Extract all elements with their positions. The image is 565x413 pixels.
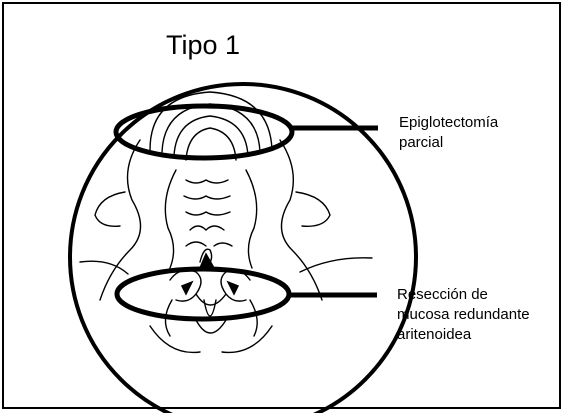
epiglottectomy-label-line: parcial [399,133,498,153]
arytenoid-mucosa-label-line: aritenoidea [397,325,530,345]
arytenoid-mucosa-label-line: mucosa redundante [397,305,530,325]
arytenoid-mucosa-label-line: Resección de [397,285,530,305]
arytenoid-resection-ellipse [117,269,289,319]
epiglottectomy-label-line: Epiglotectomía [399,113,498,133]
arytenoid-mucosa-label: Resección de mucosa redundante aritenoid… [397,285,530,345]
arrow-left [182,282,192,294]
arrow-right [228,282,238,294]
endoscopic-view-circle [70,84,416,413]
epiglottectomy-label: Epiglotectomía parcial [399,113,498,153]
arrow-markers [182,254,238,294]
epiglottis-resection-ellipse [116,106,292,158]
